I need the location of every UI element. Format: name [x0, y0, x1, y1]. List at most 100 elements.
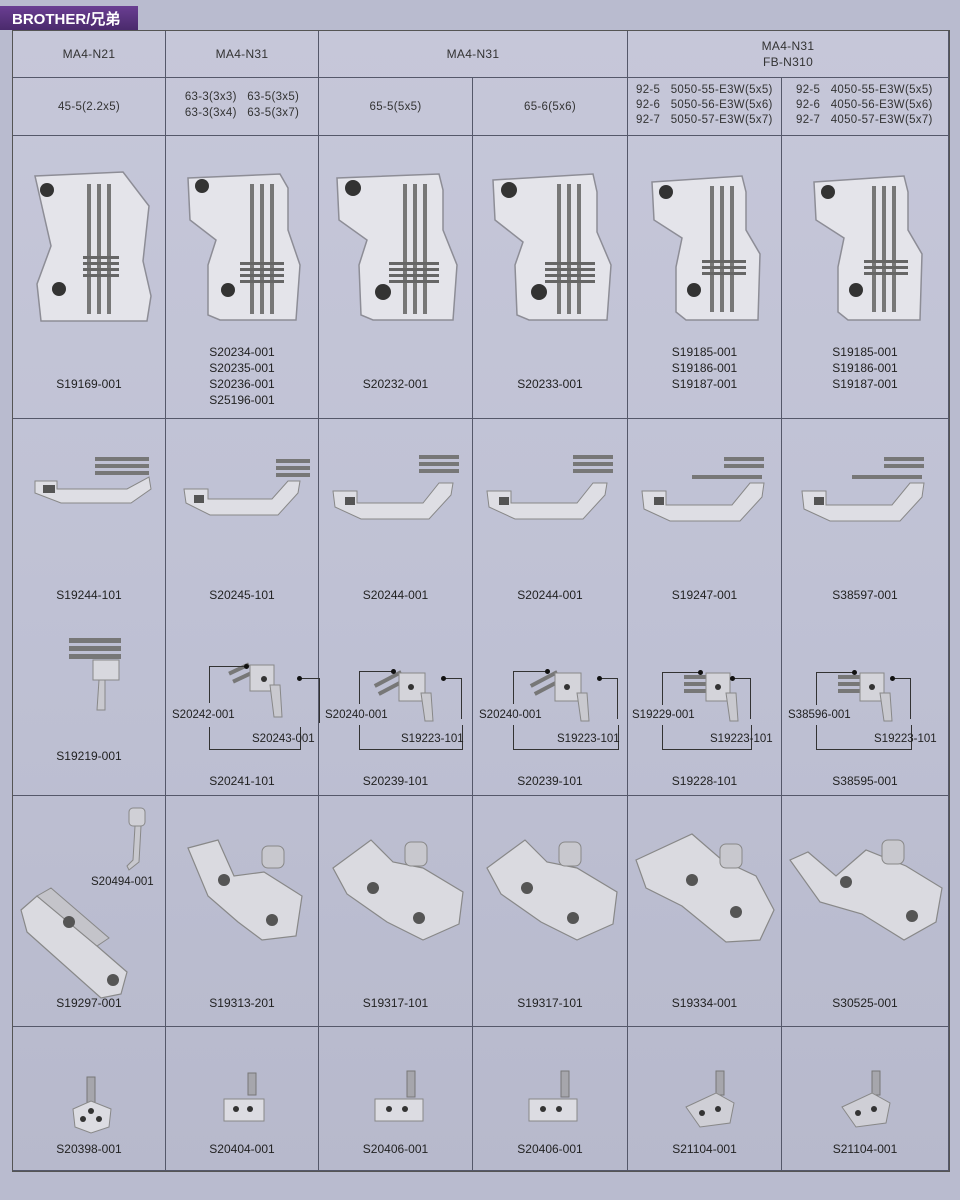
callout-label: S20240-001 [325, 709, 388, 721]
part-code: S19247-001 [671, 588, 738, 602]
parts-table: MA4-N21 MA4-N31 MA4-N31 MA4-N31 FB-N310 … [12, 30, 950, 1172]
feed-assembly-image [838, 672, 893, 722]
callout-bracket [359, 725, 463, 750]
size-cell-c6: 92-5 4050-55-E3W(5x5) 92-6 4050-56-E3W(5… [782, 78, 949, 136]
part-code: S19185-001 [832, 345, 898, 359]
part-code: S21104-001 [672, 1142, 737, 1156]
model-label: MA4-N31 [761, 39, 815, 53]
callout-label: S20242-001 [172, 709, 235, 721]
feed-dog-image [332, 455, 459, 520]
callout-label: S38596-001 [788, 709, 851, 721]
callout-dot [244, 664, 249, 669]
part-code: S20404-001 [209, 1142, 275, 1156]
part-code: S19187-001 [832, 377, 898, 391]
callout-bracket [662, 672, 701, 705]
callout-bracket [816, 725, 912, 750]
header-model-c2: MA4-N31 [166, 31, 319, 78]
part-code: S20233-001 [517, 377, 583, 391]
needle-plate-cell-c1: S19169-001 [13, 136, 166, 419]
part-code: S20406-001 [517, 1142, 583, 1156]
part-code: S19219-001 [56, 749, 122, 763]
size-label: 63-3(3x3) 63-5(3x5) [184, 91, 300, 103]
needle-plate-cell-c6: S19185-001 S19186-001 S19187-001 [782, 136, 949, 419]
needle-clamp-cell-c6: S21104-001 [782, 1027, 949, 1171]
size-cell-c1: 45-5(2.2x5) [13, 78, 166, 136]
callout-bracket [443, 678, 462, 719]
model-label: MA4-N31 [446, 47, 500, 61]
model-label: MA4-N21 [62, 47, 116, 61]
part-code: S20406-001 [362, 1142, 429, 1156]
part-code: S20245-101 [209, 588, 275, 602]
needle-clamp-cell-c4: S20406-001 [473, 1027, 628, 1171]
feed-assembly-image [373, 670, 434, 722]
needle-clamp-image [374, 1070, 424, 1122]
presser-foot-image [635, 833, 775, 943]
callout-bracket [513, 725, 619, 750]
header-model-c34: MA4-N31 [319, 31, 628, 78]
callout-label: S19229-001 [632, 709, 695, 721]
header-model-c56: MA4-N31 FB-N310 [628, 31, 949, 78]
part-code: S38597-001 [832, 588, 898, 602]
callout-label: S20240-001 [479, 709, 542, 721]
callout-dot [730, 676, 735, 681]
size-label: 92-5 4050-55-E3W(5x5) [796, 84, 933, 96]
needle-plate-image [492, 173, 612, 321]
size-label: 65-6(5x6) [524, 101, 576, 113]
feed-dog-cell-c1: S19244-101 S19219-001 [13, 419, 166, 796]
part-code: S19334-001 [671, 996, 738, 1010]
part-code: S19317-101 [362, 996, 429, 1010]
feed-dog-cell-c4: S20244-001 S20240-001 S19223-101 S20239-… [473, 419, 628, 796]
feed-assembly-image [228, 662, 283, 718]
callout-bracket [599, 678, 618, 719]
part-code: S19187-001 [671, 377, 738, 391]
part-code: S19297-001 [56, 996, 122, 1010]
callout-label: S19223-101 [874, 733, 937, 745]
needle-clamp-cell-c5: S21104-001 [628, 1027, 782, 1171]
part-code: S38595-001 [832, 774, 898, 788]
header-model-c1: MA4-N21 [13, 31, 166, 78]
part-code: S20234-001 [209, 345, 275, 359]
part-code: S20236-001 [209, 377, 275, 391]
part-code: S19313-201 [209, 996, 275, 1010]
size-label: 92-7 5050-57-E3W(5x7) [636, 114, 773, 126]
needle-clamp-image [223, 1072, 265, 1122]
callout-bracket [732, 678, 751, 719]
presser-foot-cell-c1: S20494-001 S19297-001 [13, 796, 166, 1027]
part-code: S20232-001 [362, 377, 429, 391]
size-cell-c3: 65-5(5x5) [319, 78, 473, 136]
callout-label: S20494-001 [91, 876, 154, 888]
feed-dog-image [801, 457, 925, 522]
presser-foot-image [332, 839, 464, 941]
callout-bracket [209, 666, 247, 703]
callout-dot [441, 676, 446, 681]
feed-assembly-image [69, 638, 121, 711]
brand-label: BROTHER/兄弟 [12, 10, 121, 28]
needle-plate-image [651, 175, 761, 321]
presser-foot-cell-c4: S19317-101 [473, 796, 628, 1027]
size-label: 92-7 4050-57-E3W(5x7) [796, 114, 933, 126]
callout-bracket [513, 671, 548, 704]
presser-foot-cell-c2: S19313-201 [166, 796, 319, 1027]
size-label: 45-5(2.2x5) [57, 101, 121, 113]
callout-dot [890, 676, 895, 681]
part-code: S19244-101 [56, 588, 122, 602]
callout-bracket [299, 678, 320, 723]
part-code: S19169-001 [56, 377, 122, 391]
callout-bracket [662, 725, 752, 750]
model-label-2: FB-N310 [762, 55, 814, 69]
part-code: S19317-101 [517, 996, 583, 1010]
presser-foot-extra-image [126, 807, 146, 871]
needle-plate-image [187, 173, 301, 321]
feed-dog-cell-c6: S38597-001 S38596-001 S19223-101 S38595-… [782, 419, 949, 796]
part-code: S20239-101 [517, 774, 583, 788]
callout-dot [391, 669, 396, 674]
part-code: S20241-101 [209, 774, 275, 788]
size-cell-c5: 92-5 5050-55-E3W(5x5) 92-6 5050-56-E3W(5… [628, 78, 782, 136]
feed-dog-image [34, 457, 152, 504]
size-label: 92-6 4050-56-E3W(5x6) [796, 99, 933, 111]
feed-dog-cell-c5: S19247-001 S19229-001 S19223-101 S19228-… [628, 419, 782, 796]
model-label: MA4-N31 [215, 47, 269, 61]
callout-label: S19223-101 [401, 733, 464, 745]
callout-dot [597, 676, 602, 681]
needle-plate-cell-c5: S19185-001 S19186-001 S19187-001 [628, 136, 782, 419]
